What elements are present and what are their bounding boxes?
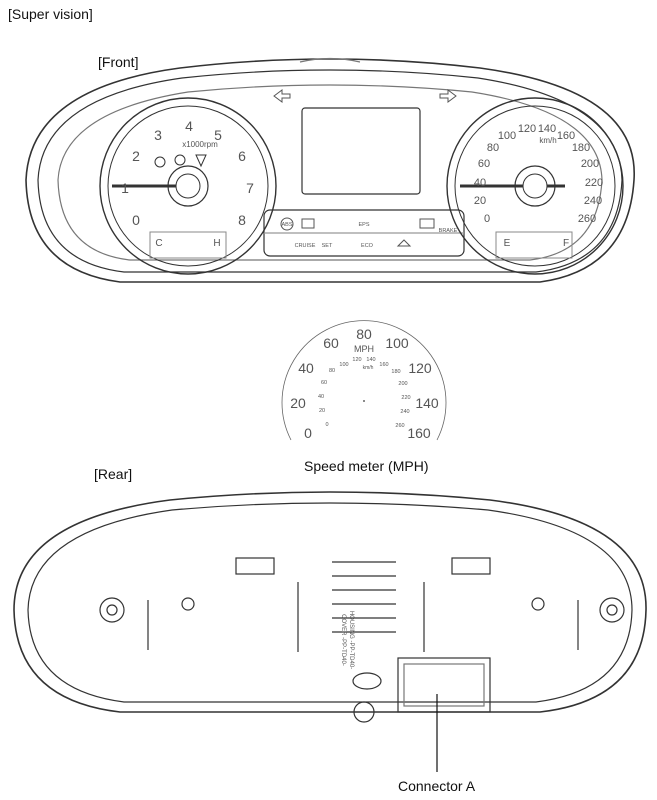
tach-num-4: 4 [185,118,193,134]
speedo-num-0: 0 [484,213,490,225]
speedometer [446,97,624,275]
mph-num-40: 40 [298,360,314,376]
mph-inner-60: 60 [321,380,327,386]
speedo-num-200: 200 [581,158,599,170]
mph-num-120: 120 [408,360,432,376]
warn-brake: BRAKE [439,228,458,234]
speedo-unit: km/h [539,136,556,145]
super-vision-title: [Super vision] [8,6,93,22]
speedo-num-140: 140 [538,123,556,135]
front-cluster [25,57,635,283]
housing-text-2: COVER -PP-TD40- [340,614,346,666]
tach-num-0: 0 [132,212,140,228]
mph-inner-20: 20 [319,408,325,414]
temp-hot: H [213,238,220,249]
speedo-num-240: 240 [584,195,602,207]
warn-eps: EPS [358,222,369,228]
warn-cruise: CRUISE [295,243,316,249]
mph-inner-unit: km/h [363,365,374,371]
mph-inner-260: 260 [395,423,404,429]
mph-inner-220: 220 [401,395,410,401]
tach-num-5: 5 [214,127,222,143]
front-label: [Front] [98,54,139,70]
turn-right-icon [439,89,457,103]
fuel-empty: E [504,238,511,249]
mph-inner-160: 160 [379,362,388,368]
warning-icon [396,239,412,247]
speedo-num-20: 20 [474,195,486,207]
rear-label: [Rear] [94,466,133,482]
speedo-num-100: 100 [498,130,516,142]
mph-inner-numbers: 0 20 40 60 80 100 120 140 160 180 200 22… [318,357,411,429]
mph-inner-200: 200 [398,381,407,387]
mph-inner-40: 40 [318,394,324,400]
mph-num-100: 100 [385,335,409,351]
tach-num-8: 8 [238,212,246,228]
mph-inner-240: 240 [400,409,409,415]
mph-inner-80: 80 [329,368,335,374]
tachometer [99,97,277,275]
tach-num-3: 3 [154,127,162,143]
tach-num-2: 2 [132,148,140,164]
battery-icon [419,218,435,229]
warn-abs: ABS [281,222,292,228]
mph-inner-120: 120 [352,357,361,363]
mph-num-140: 140 [415,395,439,411]
turn-left-icon [273,89,291,103]
mph-caption: Speed meter (MPH) [304,458,429,474]
warn-set: SET [322,243,333,249]
speedo-num-80: 80 [487,142,499,154]
speedo-num-120: 120 [518,123,536,135]
mph-unit: MPH [354,344,374,354]
speedo-num-60: 60 [478,158,490,170]
speedo-num-220: 220 [585,177,603,189]
indicator-symbols [273,89,457,247]
oil-icon [301,218,315,229]
tach-num-7: 7 [246,180,254,196]
speedo-num-160: 160 [557,130,575,142]
mph-inner-140: 140 [366,357,375,363]
fuel-full: F [563,238,569,249]
housing-label: HOUSING -PP-TD40- COVER -PP-TD40- [340,611,354,669]
mph-num-60: 60 [323,335,339,351]
warn-eco: ECO [361,243,374,249]
tach-unit: x1000rpm [182,140,218,149]
mph-inner-100: 100 [339,362,348,368]
speedo-num-40: 40 [474,177,486,189]
mph-inner-180: 180 [391,369,400,375]
housing-text-1: HOUSING -PP-TD40- [348,611,354,669]
mph-num-80: 80 [356,326,372,342]
mph-gauge [281,320,447,441]
mph-num-0: 0 [304,425,312,441]
abs-icon [280,217,294,231]
mph-inner-0: 0 [325,422,328,428]
speedo-numbers: 0 20 40 60 80 100 120 140 160 180 200 22… [474,123,603,225]
tach-num-1: 1 [121,180,129,196]
connector-a-label: Connector A [398,778,476,794]
temp-cold: C [155,238,162,249]
mph-num-160: 160 [407,425,431,441]
rear-housing [13,491,647,723]
mph-num-20: 20 [290,395,306,411]
mph-outer-numbers: 0 20 40 60 80 100 120 140 160 [290,326,439,441]
tach-numbers: 0 1 2 3 4 5 6 7 8 [121,118,254,228]
tach-num-6: 6 [238,148,246,164]
speedo-num-180: 180 [572,142,590,154]
speedo-num-260: 260 [578,213,596,225]
